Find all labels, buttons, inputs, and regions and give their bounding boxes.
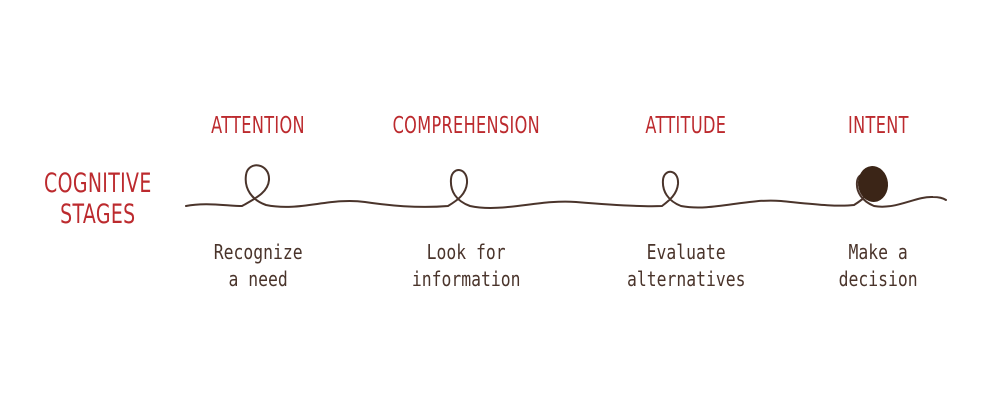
intent-filled-loop — [857, 166, 889, 202]
diagram-title: COGNITIVE STAGES — [8, 168, 188, 230]
diagram-title-line1: COGNITIVE — [44, 168, 152, 199]
stage-desc-attention: Recognize a need — [213, 240, 303, 291]
stage-desc-attitude: Evaluate alternatives — [626, 240, 746, 291]
stage-desc-intent: Make a decision — [838, 240, 918, 291]
stage-label-comprehension: COMPREHENSION — [392, 113, 540, 139]
stage-label-attention: ATTENTION — [211, 113, 305, 139]
diagram-title-line2: STAGES — [60, 199, 136, 230]
stage-desc-comprehension: Look for information — [411, 240, 521, 291]
stage-label-intent: INTENT — [847, 113, 909, 139]
squiggle-path — [185, 164, 947, 209]
stage-label-attitude: ATTITUDE — [645, 113, 727, 139]
